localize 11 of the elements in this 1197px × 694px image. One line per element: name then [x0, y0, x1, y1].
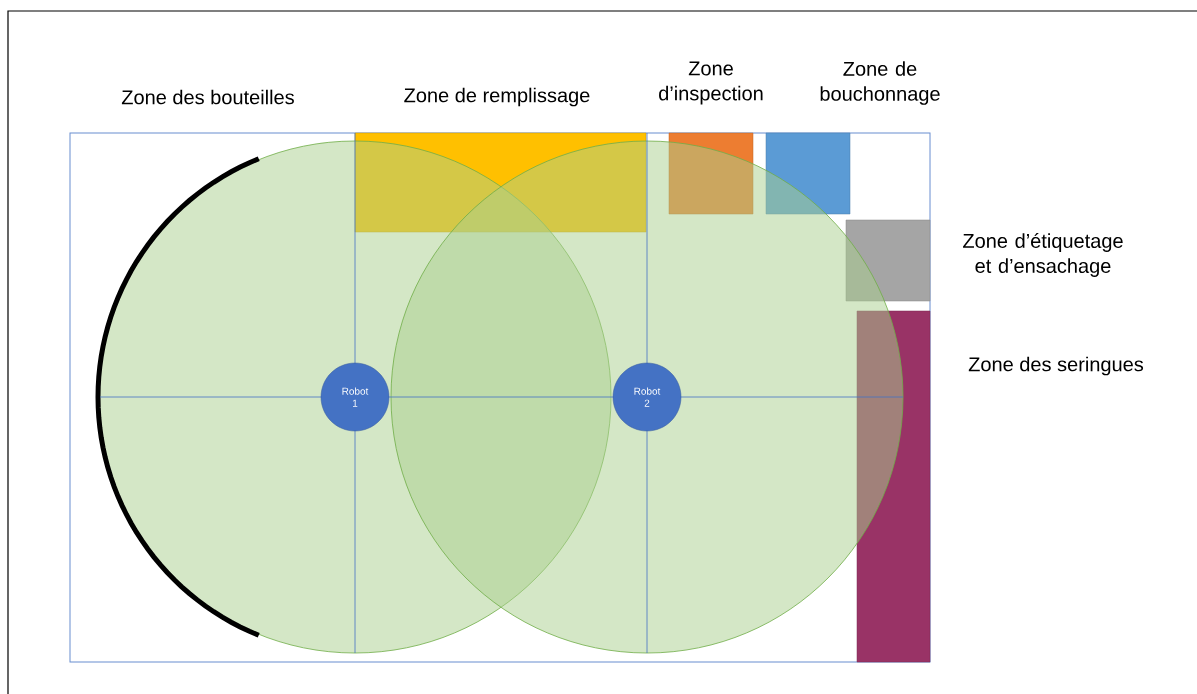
zone-rectangle — [354, 132, 647, 233]
zone-rectangle — [668, 132, 754, 215]
zone-rectangle — [856, 310, 931, 663]
zone-heading: Zone de remplissage — [404, 87, 590, 107]
zone-heading: Zone d’étiquetage et d’ensachage — [963, 233, 1123, 277]
zone-heading: Zone des bouteilles — [121, 89, 294, 105]
zone-rectangle — [765, 132, 851, 215]
zone-heading: Zone de bouchonnage — [820, 61, 940, 105]
zone-heading: Zone d’inspection — [659, 61, 763, 105]
zone-rectangle — [845, 219, 931, 302]
zone-heading: Zone des seringues — [968, 356, 1144, 376]
